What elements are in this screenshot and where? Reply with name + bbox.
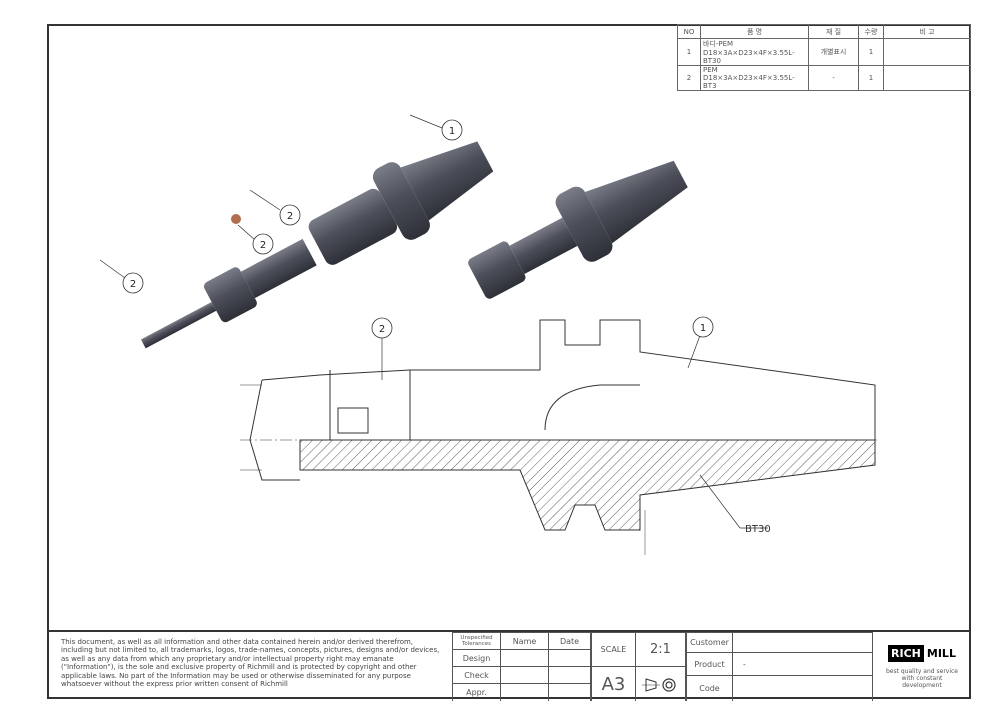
taper-cone [400, 141, 494, 221]
design-label: Design [452, 649, 500, 666]
drawing-frame [47, 24, 971, 699]
svg-text:2: 2 [130, 279, 136, 290]
balloon-1-top: 1 [441, 119, 463, 141]
screw-part [231, 214, 241, 224]
company-logo: RICH MILL best quality and service with … [872, 632, 971, 701]
customer-value [732, 632, 872, 652]
logo-text-mill: MILL [926, 646, 956, 660]
isometric-assembled-view [468, 160, 688, 299]
date-header: Date [548, 632, 590, 649]
bom-header-remark: 비 고 [883, 24, 971, 39]
tolerances-label: Unspecified Tolerances [452, 632, 500, 649]
title-block: This document, as well as all informatio… [47, 630, 971, 701]
section-label-bt30: BT30 [745, 524, 771, 535]
bom-name: 바디-PEM D18×3A×D23×4F×3.55L-BT30 [700, 38, 809, 66]
disclaimer-text: This document, as well as all informatio… [61, 638, 440, 689]
balloon-2-b: 2 [252, 233, 274, 255]
appr-date [548, 683, 590, 701]
bom-no: 2 [677, 65, 701, 91]
check-label: Check [452, 666, 500, 683]
bom-row: 2 PEM D18×3A×D23×4F×3.55L-BT3 - 1 [677, 65, 971, 91]
balloon-2-section: 2 [371, 317, 393, 339]
product-label: Product [685, 652, 732, 675]
isometric-exploded-view [140, 141, 494, 349]
bom-remark [883, 65, 971, 91]
bom-header-name: 품 명 [700, 24, 809, 39]
section-view [240, 319, 880, 555]
scale-label: SCALE [590, 632, 635, 666]
logo-text-rich: RICH [888, 644, 924, 662]
bom-material: - [808, 65, 859, 91]
shank-part [140, 301, 217, 349]
bom-name: PEM D18×3A×D23×4F×3.55L-BT3 [700, 65, 809, 91]
logo-tagline: best quality and service with constant d… [885, 667, 958, 689]
bom-header-no: NO [677, 24, 701, 39]
bom-header-qty: 수량 [858, 24, 884, 39]
svg-text:2: 2 [379, 324, 385, 335]
svg-text:1: 1 [449, 126, 455, 137]
svg-text:2: 2 [287, 211, 293, 222]
bom-qty: 1 [858, 38, 884, 66]
svg-text:1: 1 [700, 323, 706, 334]
balloon-1-section: 1 [692, 316, 714, 338]
cutter-head [203, 267, 257, 323]
customer-label: Customer [685, 632, 732, 652]
projection-symbol-icon [635, 666, 685, 701]
bom-remark [883, 38, 971, 66]
code-label: Code [685, 675, 732, 701]
sheet-size: A3 [590, 666, 635, 701]
bom-material: 개별표시 [808, 38, 859, 66]
appr-name [500, 683, 548, 701]
bom-row: 1 바디-PEM D18×3A×D23×4F×3.55L-BT30 개별표시 1 [677, 38, 971, 66]
svg-text:2: 2 [260, 240, 266, 251]
holder-body [308, 188, 398, 265]
bom-header-material: 재 질 [808, 24, 859, 39]
balloon-2-c: 2 [122, 272, 144, 294]
bill-of-materials: NO 품 명 재 질 수량 비 고 1 바디-PEM D18×3A×D23×4F… [677, 24, 971, 91]
check-date [548, 666, 590, 683]
bom-qty: 1 [858, 65, 884, 91]
bom-no: 1 [677, 38, 701, 66]
code-value [732, 675, 872, 701]
appr-label: Appr. [452, 683, 500, 701]
balloon-2-a: 2 [279, 204, 301, 226]
scale-value: 2:1 [635, 632, 685, 666]
check-name [500, 666, 548, 683]
design-date [548, 649, 590, 666]
product-value: - [732, 652, 872, 675]
name-header: Name [500, 632, 548, 649]
design-name [500, 649, 548, 666]
